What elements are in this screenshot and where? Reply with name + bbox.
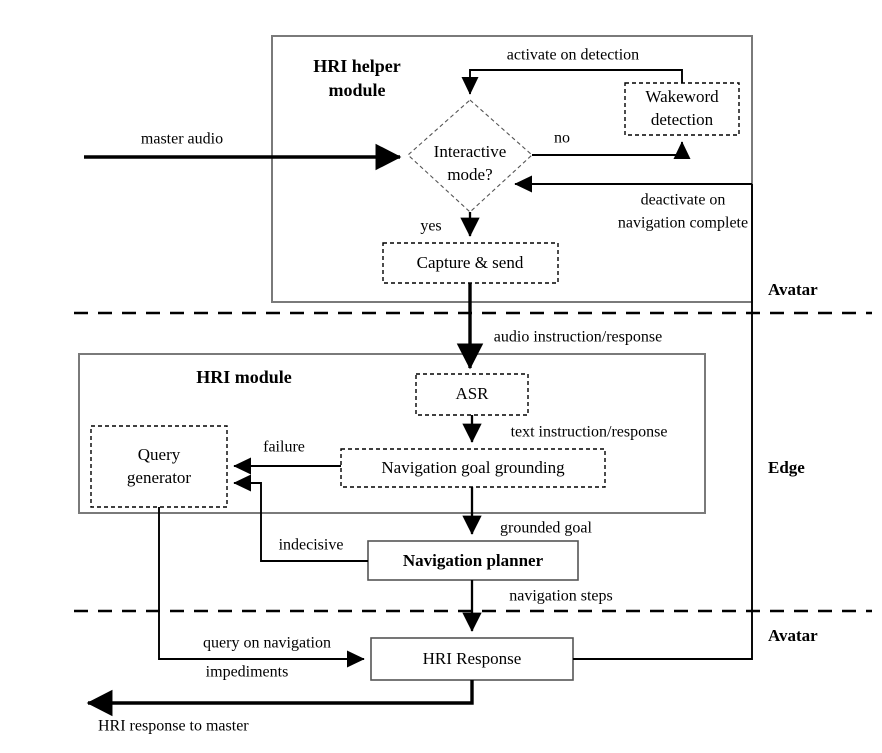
edge-deactivate-label-line2: navigation complete [618,215,748,232]
edge-indecisive-arrow [233,474,368,562]
node-interactive-mode-label-line2: mode? [447,165,492,184]
edge-deactivate-label-line1: deactivate on [641,192,726,209]
node-asr [415,373,529,416]
edge-navigation-steps-label: navigation steps [509,588,613,605]
node-wakeword-detection-label-line1: Wakeword [645,87,719,106]
edge-query-on-navigation-impediments-arrow [158,507,365,668]
node-navigation-goal-grounding [340,448,606,488]
hri-module-title: HRI module [196,367,292,387]
edge-yes-branch-label: yes [420,218,441,235]
edge-activate-on-detection-label: activate on detection [507,47,639,64]
edge-hri-response-to-master-arrow [86,680,474,717]
edge-text-instruction-response-label: text instruction/response [511,424,668,441]
node-query-generator-label-line2: generator [127,468,192,487]
edge-failure-label: failure [263,439,305,456]
edge-no-branch-arrow [532,141,691,160]
region-label-avatar-top: Avatar [768,280,818,299]
node-wakeword-detection [624,82,740,136]
region-label-avatar-bottom: Avatar [768,626,818,645]
edge-grounded-goal-label: grounded goal [500,520,593,537]
hri-helper-module-title-line1: HRI helper [313,56,401,76]
edge-activate-on-detection-arrow [461,69,683,95]
node-interactive-mode [407,99,533,213]
hri-helper-module-container [271,35,753,303]
edge-indecisive-label: indecisive [279,537,344,554]
edge-query-on-navigation-impediments-label-line2: impediments [206,664,289,681]
edge-audio-instruction-response-label: audio instruction/response [494,329,662,346]
hri-module-container [78,353,706,514]
edge-query-on-navigation-impediments-label-line1: query on navigation [203,635,331,652]
node-query-generator-label-line1: Query [138,445,181,464]
node-hri-response [370,637,574,681]
hri-helper-module-title-line2: module [328,80,385,100]
node-hri-response-label: HRI Response [423,649,522,668]
node-wakeword-detection-label-line2: detection [651,110,714,129]
node-navigation-planner-label: Navigation planner [403,551,544,570]
node-asr-label: ASR [455,384,489,403]
region-label-edge: Edge [768,458,805,477]
edge-hri-response-to-deactivate-trunk [573,184,753,660]
node-navigation-goal-grounding-label: Navigation goal grounding [381,458,565,477]
node-query-generator [90,425,228,508]
node-capture-and-send [382,242,559,284]
edge-hri-response-to-master-label: HRI response to master [98,718,249,735]
node-navigation-planner [367,540,579,581]
node-interactive-mode-label-line1: Interactive [434,142,507,161]
edge-no-branch-label: no [554,130,570,147]
edge-master-audio-label: master audio [141,131,223,148]
node-capture-and-send-label: Capture & send [417,253,524,272]
